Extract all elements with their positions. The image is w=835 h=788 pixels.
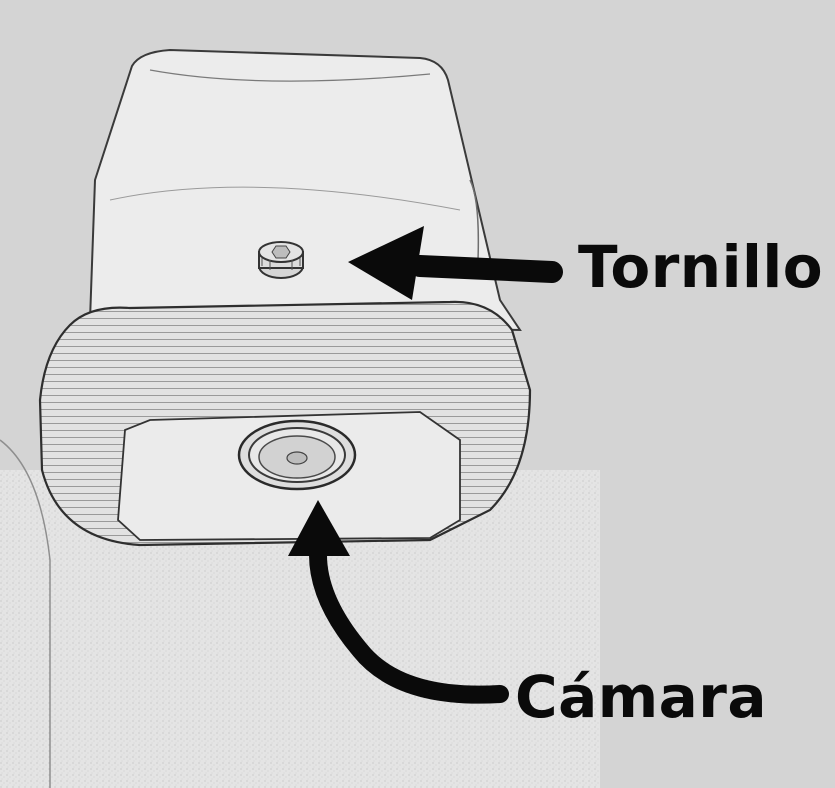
camera-lens-icon <box>239 421 355 489</box>
screw-icon <box>259 242 303 278</box>
screw-label: Tornillo <box>578 238 823 296</box>
camera-label: Cámara <box>515 668 767 726</box>
housing-body <box>90 50 520 330</box>
